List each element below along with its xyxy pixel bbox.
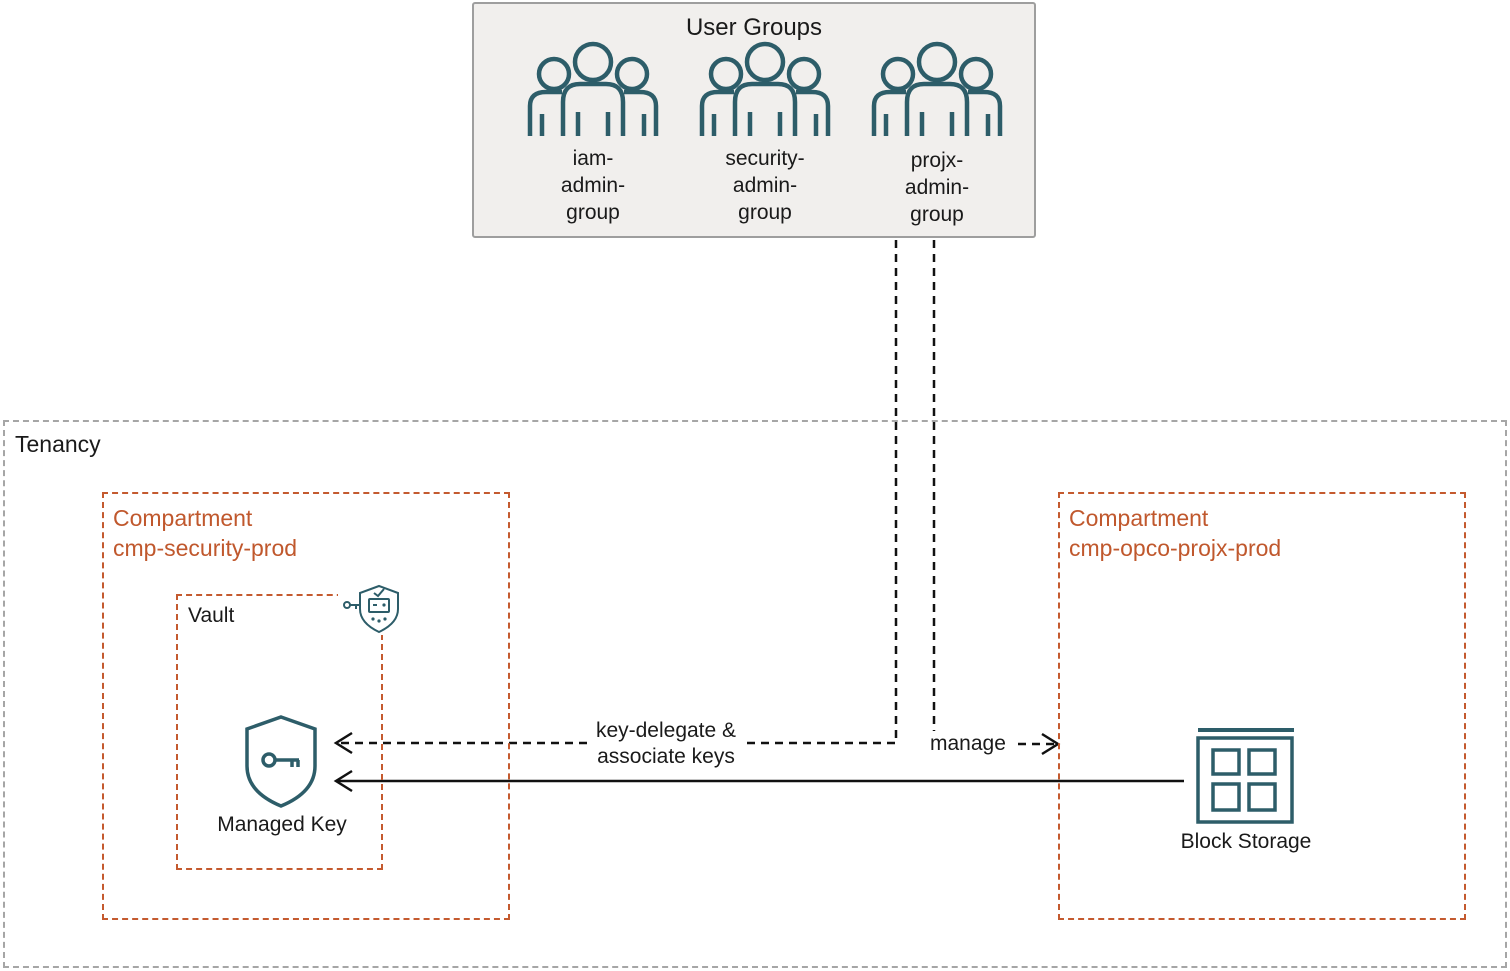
vault-icon: [338, 583, 404, 635]
user-group-icon: [699, 41, 831, 136]
key-delegate-label: key-delegate & associate keys: [588, 718, 744, 770]
block-storage-label: Block Storage: [1180, 830, 1312, 853]
vault-label: Vault: [188, 604, 235, 627]
group-label-projx-admin: projx- admin- group: [904, 149, 970, 226]
compartment-security-label: Compartment cmp-security-prod: [113, 505, 298, 561]
block-storage-icon: [1196, 728, 1294, 824]
compartment-projx-label: Compartment cmp-opco-projx-prod: [1069, 505, 1282, 561]
vault-container: [176, 594, 383, 870]
managed-key-label: Managed Key: [217, 813, 347, 836]
user-group-icon: [871, 41, 1003, 136]
tenancy-label: Tenancy: [15, 431, 101, 457]
user-group-iam-admin: iam- admin- group: [508, 40, 678, 226]
key-delegate-arrowhead: [333, 731, 353, 755]
user-group-projx-admin: projx- admin- group: [852, 40, 1022, 228]
block-storage-to-key-arrowhead: [333, 769, 353, 793]
user-group-security-admin: security- admin- group: [680, 40, 850, 226]
tenancy-container: [3, 420, 1507, 968]
group-label-security-admin: security- admin- group: [725, 147, 805, 224]
compartment-opco-projx-prod: [1058, 492, 1466, 920]
key-shield-icon: [245, 715, 317, 808]
group-label-iam-admin: iam- admin- group: [560, 147, 626, 224]
compartment-security-prod: [102, 492, 510, 920]
manage-label: manage: [930, 731, 1014, 757]
user-group-icon: [527, 41, 659, 136]
user-groups-container: User Groups: [472, 2, 1036, 238]
user-groups-title: User Groups: [685, 14, 823, 41]
